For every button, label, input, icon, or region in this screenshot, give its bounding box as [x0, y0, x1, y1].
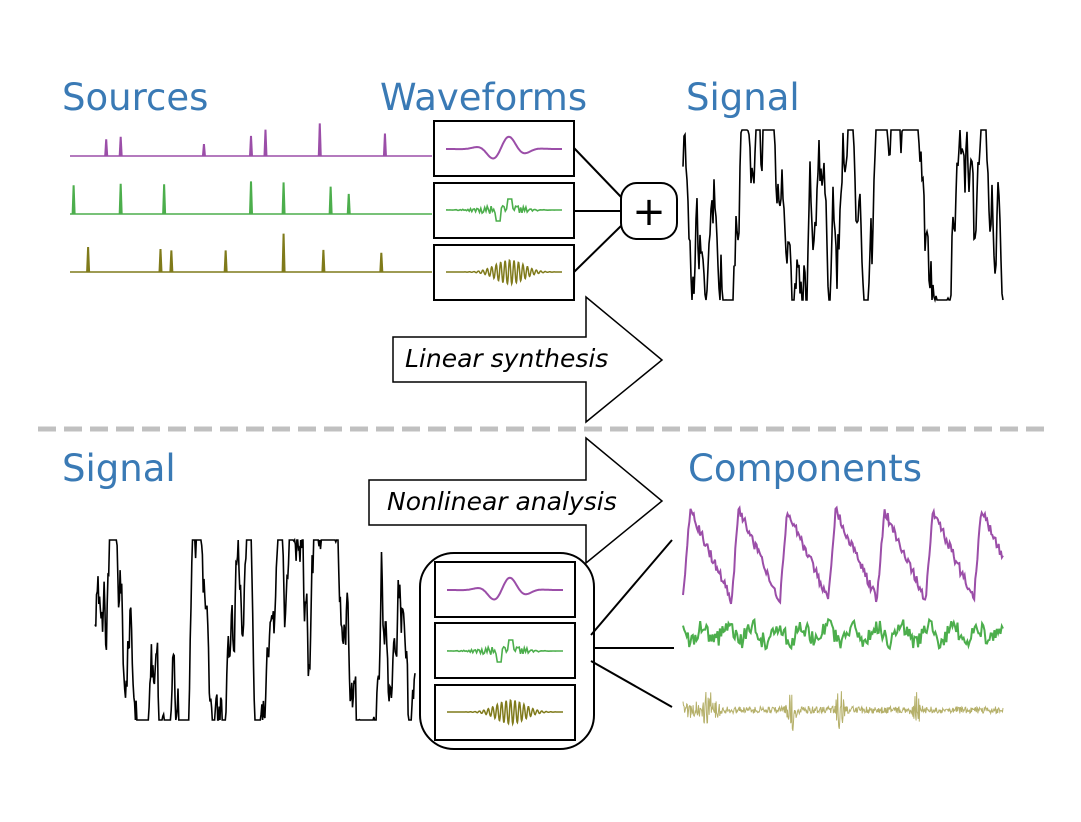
synthesized-signal-trace: [682, 129, 1004, 303]
source-3-spike: [281, 233, 286, 272]
source-1-spike: [104, 139, 109, 156]
source-1-spike: [249, 135, 253, 156]
connector-1: [573, 147, 623, 199]
source-1-spike: [317, 123, 322, 156]
source-2-spike: [162, 184, 167, 214]
source-1-spike: [382, 133, 387, 156]
heading-components: Components: [688, 447, 922, 490]
plus-icon: +: [632, 189, 666, 235]
component-1-trace: [682, 505, 1004, 605]
waveform-boxes-top: [433, 120, 575, 301]
source-2-spike: [281, 182, 286, 214]
source-1-spike: [118, 136, 123, 156]
heading-signal-top: Signal: [686, 76, 800, 119]
arrow-shape-nonlinear: [368, 436, 664, 565]
source-3-spike: [86, 247, 91, 272]
waveform-2-trace: [446, 198, 562, 222]
learned-waveform-2-trace: [447, 639, 563, 663]
component-connectors: [590, 539, 674, 708]
source-1-spike: [201, 144, 206, 156]
heading-signal-bottom: Signal: [62, 447, 176, 490]
waveform-3-trace: [446, 258, 562, 287]
nonlinear-analysis-arrow: Nonlinear analysis: [368, 436, 664, 565]
component-2-trace: [682, 617, 1004, 651]
heading-sources: Sources: [62, 76, 208, 119]
source-2-spike: [118, 183, 123, 214]
learned-waveform-1-trace: [447, 576, 563, 601]
arrow-label-nonlinear: Nonlinear analysis: [387, 487, 617, 516]
source-1-spike: [263, 129, 268, 156]
source-spike-trains: [70, 123, 432, 273]
source-2-spike: [71, 185, 76, 214]
source-2-spike: [249, 181, 253, 214]
source-3-spike: [169, 250, 174, 272]
source-3-spike: [158, 248, 163, 272]
source-3-spike: [379, 252, 384, 272]
adder-node: +: [620, 182, 678, 240]
source-3-spike: [223, 250, 228, 272]
linear-synthesis-arrow: Linear synthesis: [392, 295, 664, 424]
input-signal-trace: [94, 537, 416, 721]
arrow-label-linear: Linear synthesis: [405, 344, 608, 373]
source-2-spike: [328, 186, 333, 214]
heading-waveforms: Waveforms: [380, 76, 587, 119]
adder-connectors: [573, 147, 623, 273]
source-2-spike: [346, 193, 351, 214]
adder-box: [620, 182, 678, 240]
component-connector-3: [590, 660, 673, 708]
learned-waveforms: [419, 552, 595, 750]
component-connector-1: [590, 539, 673, 636]
component-3-trace: [682, 691, 1004, 731]
waveform-1-trace: [446, 135, 562, 160]
connector-3: [573, 224, 623, 273]
arrow-shape-linear: [392, 295, 664, 424]
learned-waveform-3-trace: [447, 698, 563, 727]
source-3-spike: [321, 249, 326, 272]
